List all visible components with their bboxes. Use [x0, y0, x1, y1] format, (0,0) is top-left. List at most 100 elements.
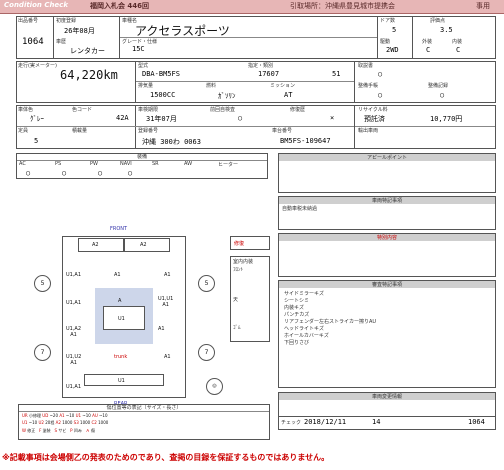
car-name-value: アクセラスポーツ — [135, 24, 230, 38]
type-label: 型式 — [138, 63, 149, 69]
equip-pw-value: ○ — [98, 169, 103, 177]
color-code-label: 色コード — [72, 107, 93, 113]
tire-front-right: 5 — [198, 275, 215, 292]
legend-codes: W 修正 F 塗装 S サビ P 凹み Ａ 傷 — [22, 428, 95, 433]
plate-label: 登録番号 — [138, 128, 159, 134]
equipment-title: 装備 — [136, 154, 147, 160]
load-label: 積載量 — [72, 128, 88, 134]
cc-label: 排気量 — [138, 83, 154, 89]
panel-hood: A1 — [114, 272, 121, 278]
appeal-title: アピールポイント — [279, 154, 495, 161]
panel-rear-left: U1,A1 — [66, 384, 82, 390]
tire-rear-right: 7 — [198, 344, 215, 361]
inspector-notes-section — [278, 280, 496, 388]
recycle-status: 預託済 — [364, 115, 385, 123]
equip-ps-label: PS — [55, 161, 62, 167]
appeal-section — [278, 153, 496, 193]
prev-inspect-value: ○ — [238, 114, 243, 122]
int-value: C — [456, 46, 461, 54]
vehicle-notes-text: 自動車税未納過 — [282, 206, 318, 212]
model-year-label: 車歴 — [56, 39, 67, 45]
equip-sr-label: SR — [152, 161, 159, 167]
inspector-note-line: ホイールカバーキズ — [284, 333, 329, 339]
equip-ac-label: AC — [19, 161, 26, 167]
first-reg-value: 26年08月 — [64, 27, 95, 35]
score-label: 評価点 — [430, 18, 446, 24]
fuel-label: 燃料 — [206, 83, 217, 89]
record-label: 整備手帳 — [358, 83, 379, 89]
panel-rear-fender-left: U1,U2 A1 — [66, 354, 82, 366]
vehicle-notes-title: 車両特記事項 — [279, 197, 495, 204]
plate-value: 沖縄 300わ 0063 — [142, 138, 201, 146]
row-basic — [16, 16, 496, 59]
equip-heater-label: ヒーター — [218, 162, 239, 168]
caution-section — [278, 233, 496, 277]
prev-inspect-label: 前回自検査 — [210, 107, 236, 113]
cc-value: 1500CC — [150, 91, 176, 99]
caution-title: 特別内容 — [279, 234, 495, 241]
fuel-value: ｶﾞｿﾘﾝ — [218, 92, 236, 100]
panel-rear-bumper: U1 — [118, 378, 125, 384]
record-value: ○ — [378, 91, 383, 99]
lot-value: 1064 — [22, 37, 44, 47]
capacity-value: 5 — [34, 137, 39, 145]
drive-value: 2WD — [386, 46, 399, 54]
panel-rear-door-right: A1 — [158, 326, 165, 332]
mission-label: ミッション — [270, 83, 296, 89]
panel-front-fender-left: U1,A1 — [66, 272, 82, 278]
inspector-note-line: 下回りさび — [284, 340, 310, 346]
model-year-value: レンタカー — [70, 47, 105, 55]
side-box-front — [230, 236, 270, 250]
inspector-notes-title: 審査特記事項 — [279, 281, 495, 288]
panel-rear-fender-right: A1 — [164, 354, 171, 360]
equipment-section — [16, 153, 268, 179]
interior-label: 室内内装 — [233, 259, 254, 265]
repair-value: × — [330, 114, 335, 122]
panel-front-bumper-left: A2 — [92, 242, 99, 248]
footer-disclaimer: ※記載事項は会場側乙の発表のためのであり、査掲の目録を保証するものではありません… — [2, 453, 330, 462]
equip-ps-value: ○ — [62, 169, 67, 177]
recycle-label: リサイクル料 — [358, 107, 388, 113]
interior-roof: 天 — [233, 297, 239, 303]
car-diagram — [62, 236, 186, 398]
drive-label: 駆動 — [380, 39, 391, 45]
check-date: 2018/12/11 — [304, 418, 347, 426]
check-label: チェック — [281, 420, 302, 426]
panel-rear-door-left: U1,A2 A1 — [66, 326, 82, 338]
equip-pw-label: PW — [90, 161, 98, 167]
color-code-value: 42A — [116, 114, 129, 122]
doors-value: 5 — [392, 26, 397, 34]
inspector-note-line: リアフェンダー左右ストライカー擦りAU — [284, 319, 377, 325]
interior-front: ﾌﾛﾝﾄ — [233, 267, 244, 273]
inspector-note-line: 内装キズ — [284, 305, 305, 311]
panel-front-door-right: U1,U1 A1 — [158, 296, 174, 308]
mission-value: AT — [284, 91, 293, 99]
dealer-label: 輸出車両 — [358, 128, 379, 134]
spare-value: ○ — [440, 91, 445, 99]
vin-value: BM5FS-109647 — [280, 137, 331, 145]
repair-label: 修復歴 — [290, 107, 306, 113]
roof — [103, 306, 145, 330]
spare-tire-icon: ◎ — [206, 378, 223, 395]
equip-ac-value: ○ — [26, 169, 31, 177]
legend-row-2: U1 ~10 U2 20程 A2 1000 S3 1000 C2 1000 — [22, 420, 109, 425]
row-spec — [16, 61, 496, 103]
spec-label: 指定・類別 — [248, 63, 274, 69]
vehicle-notes-section — [278, 196, 496, 230]
keys-label: 取説書 — [358, 63, 374, 69]
auction-name: 福岡入札会 446回 — [90, 2, 150, 10]
pickup-location: 引取場所：沖縄県豊見城市提携会 — [290, 2, 395, 10]
spec-value-2: 51 — [332, 70, 341, 78]
car-name-label: 車種名 — [122, 18, 138, 24]
spec-value-1: 17607 — [258, 70, 280, 78]
score-value: 3.5 — [440, 26, 453, 34]
status-title: 車両変更情報 — [279, 393, 495, 400]
lot-label: 出品番号 — [18, 18, 39, 24]
tire-rear-left: 7 — [34, 344, 51, 361]
title: Condition Check — [4, 1, 68, 9]
inspector-note-line: パンチカズ — [284, 312, 310, 318]
interior-rubber: ｺﾞﾑ — [233, 325, 241, 331]
row-registration — [16, 105, 496, 149]
legend-row-1: UR 小修理 UD ~20 A1 ~10 U1 ~10 AU ~10 — [22, 413, 108, 418]
side-label-front: 修復 — [234, 241, 245, 247]
